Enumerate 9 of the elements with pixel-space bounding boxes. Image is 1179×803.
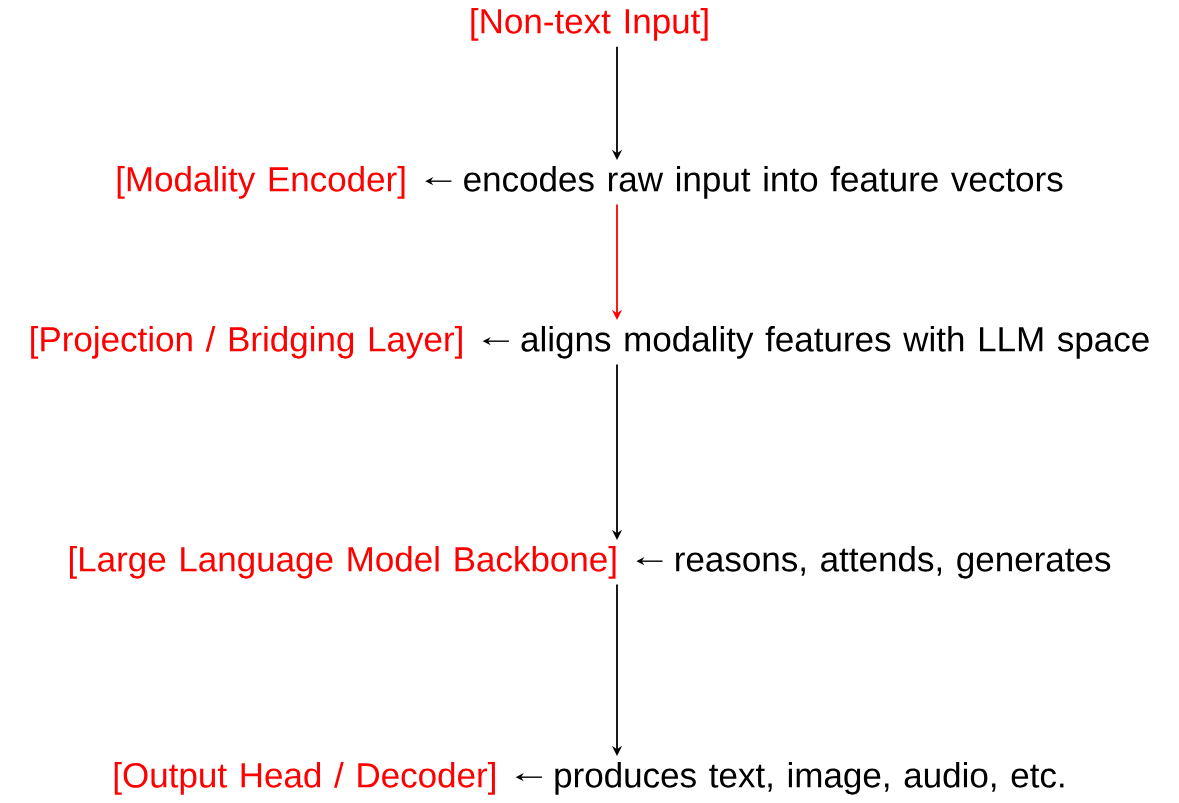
stage-label: [Non-text Input]	[471, 8, 708, 41]
stage-label: [Large Language Model Backbone]	[69, 546, 616, 579]
stage-label: [Projection / Bridging Layer]	[31, 326, 462, 359]
description-text: produces text, image, audio, etc.	[555, 762, 1064, 795]
description-text: reasons, attends, generates	[676, 546, 1111, 579]
stage-label: [Modality Encoder]	[117, 166, 405, 199]
description-text: aligns modality features with LLM space	[521, 326, 1149, 359]
stage-label: [Output Head / Decoder]	[114, 762, 495, 795]
description-text: encodes raw input into feature vectors	[464, 166, 1063, 199]
